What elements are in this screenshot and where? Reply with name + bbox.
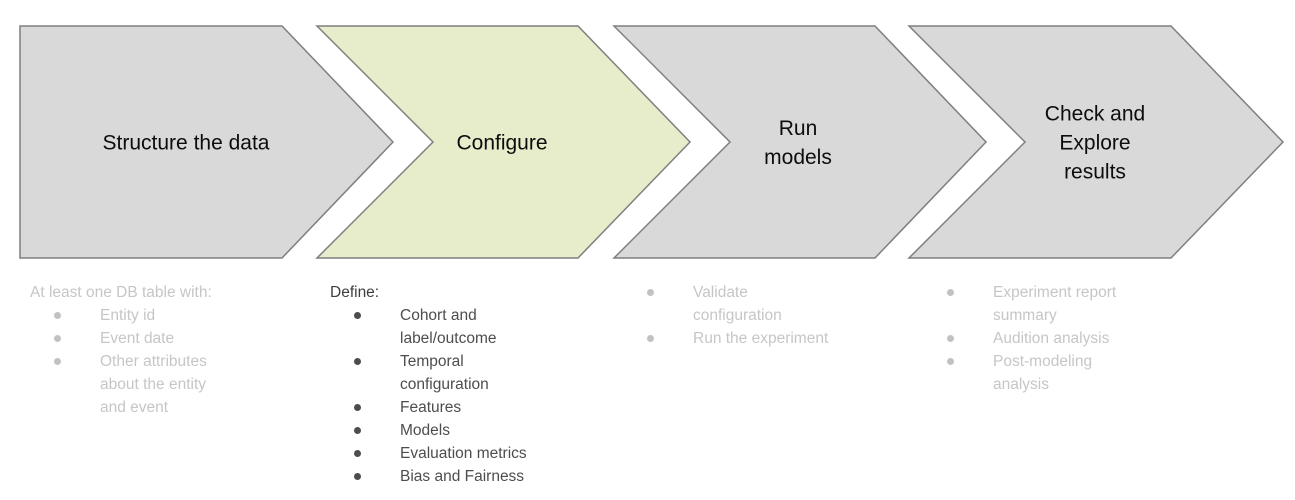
list-item-text: Entity id bbox=[100, 307, 156, 324]
list-item-text: Models bbox=[400, 422, 450, 439]
list-item: Cohort and label/outcome bbox=[330, 304, 630, 350]
list-item: Event date bbox=[30, 327, 330, 350]
stage-details-structure-the-data: At least one DB table with: Entity id Ev… bbox=[30, 281, 330, 419]
stage-title-run-models: Run models bbox=[764, 117, 832, 169]
bullet-icon bbox=[354, 358, 361, 365]
list-item-text: Bias and Fairness bbox=[400, 468, 525, 485]
bullet-icon bbox=[354, 427, 361, 434]
list-item: Entity id bbox=[30, 304, 330, 327]
stage-details-configure: Define: Cohort and label/outcome Tempora… bbox=[330, 281, 630, 488]
bullet-icon bbox=[947, 335, 954, 342]
stage-chevron-structure-the-data bbox=[19, 25, 395, 259]
list-item: Models bbox=[330, 419, 630, 442]
stage-chevron-configure bbox=[315, 25, 692, 259]
list-item: Run the experiment bbox=[623, 327, 923, 350]
list-item-text: Features bbox=[400, 399, 462, 416]
stage-chevron-run-models bbox=[612, 25, 988, 259]
stage-chevron-check-explore-results bbox=[907, 25, 1285, 259]
detail-header: At least one DB table with: bbox=[30, 284, 212, 301]
list-item: Validate configuration bbox=[623, 281, 923, 327]
bullet-icon bbox=[947, 358, 954, 365]
list-item-text: Post-modeling analysis bbox=[993, 353, 1093, 393]
list-item-text: Validate configuration bbox=[693, 284, 782, 324]
stage-title-structure-the-data: Structure the data bbox=[102, 131, 270, 155]
detail-header: Define: bbox=[330, 284, 380, 301]
bullet-icon bbox=[354, 404, 361, 411]
bullet-icon bbox=[947, 289, 954, 296]
list-item: Other attributes about the entity and ev… bbox=[30, 350, 330, 419]
list-item: Post-modeling analysis bbox=[923, 350, 1223, 396]
bullet-icon bbox=[354, 473, 361, 480]
stage-details-check-explore-results: Experiment report summary Audition analy… bbox=[923, 281, 1223, 396]
list-item-text: Temporal configuration bbox=[400, 353, 489, 393]
list-item: Features bbox=[330, 396, 630, 419]
bullet-icon bbox=[647, 289, 654, 296]
list-item: Bias and Fairness bbox=[330, 465, 630, 488]
list-item-text: Cohort and label/outcome bbox=[400, 307, 497, 347]
stage-details-run-models: Validate configuration Run the experimen… bbox=[623, 281, 923, 350]
bullet-icon bbox=[647, 335, 654, 342]
list-item: Evaluation metrics bbox=[330, 442, 630, 465]
list-item: Audition analysis bbox=[923, 327, 1223, 350]
list-item-text: Other attributes about the entity and ev… bbox=[100, 353, 207, 416]
bullet-icon bbox=[54, 358, 61, 365]
list-item: Experiment report summary bbox=[923, 281, 1223, 327]
list-item-text: Run the experiment bbox=[693, 330, 829, 347]
bullet-icon bbox=[54, 312, 61, 319]
bullet-icon bbox=[54, 335, 61, 342]
list-item-text: Audition analysis bbox=[993, 330, 1110, 347]
list-item-text: Evaluation metrics bbox=[400, 445, 527, 462]
bullet-icon bbox=[354, 312, 361, 319]
process-flow-shapes bbox=[19, 25, 1285, 259]
list-item-text: Experiment report summary bbox=[993, 284, 1117, 324]
list-item-text: Event date bbox=[100, 330, 175, 347]
stage-title-check-explore-results: Check and Explore results bbox=[1044, 102, 1146, 184]
list-item: Temporal configuration bbox=[330, 350, 630, 396]
bullet-icon bbox=[354, 450, 361, 457]
stage-title-configure: Configure bbox=[456, 131, 548, 155]
